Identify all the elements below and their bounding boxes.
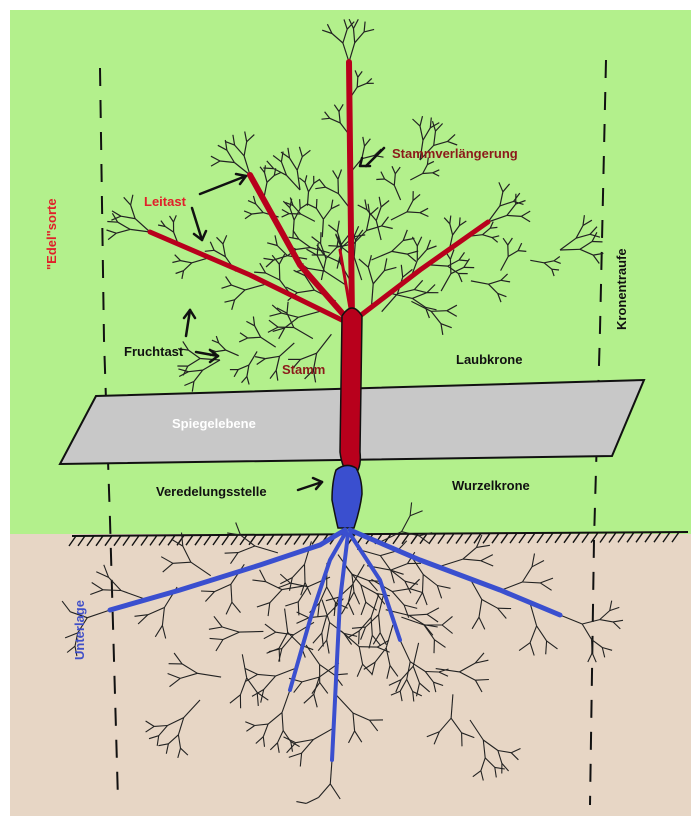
stroke (263, 168, 273, 169)
stroke (300, 199, 301, 208)
stroke (407, 212, 420, 213)
label-kronentraufe: Kronentraufe (614, 248, 629, 330)
stroke (279, 648, 280, 661)
soil-background (10, 534, 691, 816)
stroke (328, 246, 340, 247)
stroke (103, 590, 121, 591)
stroke (425, 672, 439, 673)
label-stamm: Stamm (282, 362, 325, 377)
stroke (552, 269, 559, 270)
trunk (340, 308, 362, 478)
stroke (560, 249, 580, 250)
label-unterlage: Unterlage (72, 600, 87, 660)
stroke (431, 311, 447, 312)
stroke (316, 199, 317, 208)
label-leitast: Leitast (144, 194, 187, 209)
stroke (518, 251, 526, 252)
stroke (376, 179, 384, 180)
stroke (357, 77, 358, 87)
stroke (423, 574, 424, 592)
stroke (279, 264, 280, 280)
stroke (592, 639, 593, 653)
label-veredelungsstelle: Veredelungsstelle (156, 484, 267, 499)
label-wurzelkrone: Wurzelkrone (452, 478, 530, 493)
stroke (107, 222, 117, 223)
label-laubkrone: Laubkrone (456, 352, 522, 367)
stroke (248, 337, 261, 338)
stroke (450, 259, 451, 273)
stroke (225, 553, 239, 554)
label-fruchtast: Fruchtast (124, 344, 184, 359)
stroke (475, 680, 489, 681)
stroke (459, 217, 460, 225)
label-spiegelebene: Spiegelebene (172, 416, 256, 431)
graft-union (332, 465, 362, 528)
stroke (490, 227, 497, 228)
stroke (201, 591, 215, 592)
stroke (305, 564, 306, 582)
stroke (423, 173, 433, 174)
label-stammverlaengerung: Stammverlängerung (392, 146, 518, 161)
label-edelsorte: "Edel"sorte (44, 198, 59, 270)
stroke (239, 631, 263, 632)
stroke (359, 631, 360, 645)
